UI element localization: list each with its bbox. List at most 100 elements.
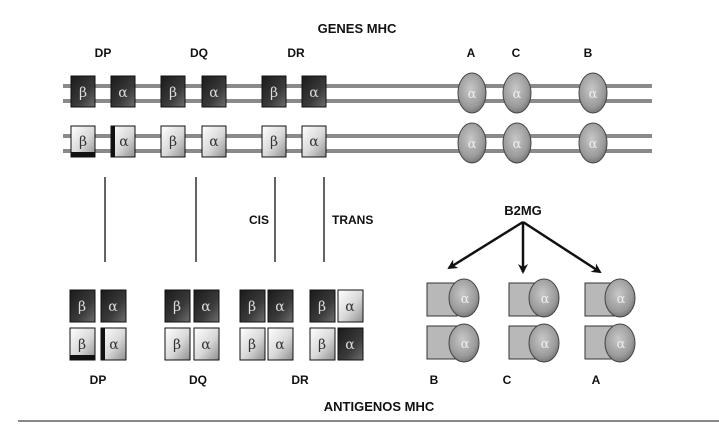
gene-b-alpha-2: α (578, 122, 608, 164)
svg-text:β: β (78, 299, 86, 315)
gene-label-dp: DP (95, 46, 112, 60)
svg-text:α: α (201, 299, 211, 315)
svg-text:α: α (589, 137, 598, 152)
svg-text:α: α (109, 337, 119, 353)
gene-dp-beta-1: β (70, 75, 96, 108)
antigen-label-dq: DQ (189, 373, 207, 387)
antigen-dp-alpha-top: α (100, 289, 127, 323)
svg-text:α: α (617, 292, 626, 307)
svg-text:β: β (270, 134, 278, 150)
svg-text:α: α (541, 292, 550, 307)
antigen-dr-cis-alpha-top: α (267, 289, 294, 323)
gene-dr-alpha-2: α (301, 125, 327, 158)
antigen-dr-trans-beta-bottom: β (309, 327, 336, 361)
chromosome-2 (63, 134, 652, 153)
svg-text:β: β (79, 134, 87, 150)
b2mg-arrow-a (522, 220, 602, 274)
svg-text:α: α (617, 337, 626, 352)
antigen-dr-trans-alpha-top: α (337, 289, 364, 323)
gene-dp-alpha-2: α (110, 125, 136, 158)
svg-text:β: β (169, 85, 177, 101)
gene-dp-alpha-1: α (110, 75, 136, 108)
antigen-dp-beta-bottom: β (69, 327, 96, 361)
svg-text:α: α (345, 299, 355, 315)
antigen-dq-beta-top: β (164, 289, 191, 323)
trans-label: TRANS (332, 213, 373, 227)
gene-label-dq: DQ (190, 46, 208, 60)
svg-text:β: β (78, 337, 86, 353)
gene-c-alpha-1: α (502, 72, 532, 114)
svg-text:β: β (318, 299, 326, 315)
antigen-a: α α (584, 278, 636, 363)
svg-text:α: α (513, 87, 522, 102)
antigen-dr-trans-beta-top: β (309, 289, 336, 323)
svg-text:α: α (468, 137, 477, 152)
svg-text:α: α (119, 134, 129, 150)
svg-text:α: α (209, 134, 219, 150)
antigen-dq: β α β α (164, 289, 220, 361)
gene-dr-alpha-1: α (301, 75, 327, 108)
svg-text:α: α (541, 337, 550, 352)
svg-text:α: α (275, 337, 285, 353)
antigen-dr-trans-alpha-bottom: α (337, 327, 364, 361)
antigen-b: α α (426, 278, 480, 363)
svg-text:α: α (468, 87, 477, 102)
gene-b-alpha-1: α (578, 72, 608, 114)
cis-label: CIS (249, 213, 269, 227)
svg-text:α: α (201, 337, 211, 353)
svg-text:β: β (173, 337, 181, 353)
gene-dr-beta-2: β (261, 125, 287, 158)
svg-text:β: β (270, 85, 278, 101)
antigen-dr-trans: β α β α (309, 289, 364, 361)
antigen-dp-beta-top: β (69, 289, 96, 323)
antigen-dr-cis: β α β α (239, 289, 294, 361)
svg-text:α: α (309, 85, 319, 101)
genes-title: GENES MHC (318, 21, 397, 36)
antigen-dp: β α β α (69, 289, 127, 361)
svg-text:β: β (248, 299, 256, 315)
chromosome-1 (63, 84, 652, 103)
svg-text:α: α (118, 85, 128, 101)
gene-a-alpha-1: α (457, 72, 487, 114)
svg-text:α: α (309, 134, 319, 150)
antigen-label-dp: DP (90, 373, 107, 387)
svg-text:β: β (173, 299, 181, 315)
gene-label-b: B (584, 46, 593, 60)
antigen-dr-cis-beta-bottom: β (239, 327, 266, 361)
gene-a-alpha-2: α (457, 122, 487, 164)
antigen-c: α α (508, 278, 560, 363)
gene-dq-beta-1: β (160, 75, 186, 108)
svg-text:α: α (209, 85, 219, 101)
gene-c-alpha-2: α (502, 122, 532, 164)
b2mg-label: B2MG (504, 203, 542, 218)
svg-text:β: β (248, 337, 256, 353)
gene-dr-beta-1: β (261, 75, 287, 108)
antigen-dq-beta-bottom: β (164, 327, 191, 361)
antigen-label-b: B (430, 373, 439, 387)
svg-text:α: α (345, 337, 355, 353)
antigen-label-dr: DR (291, 373, 309, 387)
svg-text:α: α (461, 292, 470, 307)
svg-text:α: α (108, 299, 118, 315)
svg-text:α: α (461, 337, 470, 352)
svg-text:β: β (169, 134, 177, 150)
svg-text:α: α (589, 87, 598, 102)
gene-dq-alpha-1: α (201, 75, 227, 108)
gene-dp-beta-2: β (70, 125, 96, 158)
svg-text:α: α (513, 137, 522, 152)
antigens-title: ANTIGENOS MHC (324, 399, 435, 414)
antigen-dq-alpha-bottom: α (193, 327, 220, 361)
gene-label-dr: DR (287, 46, 305, 60)
svg-text:β: β (79, 85, 87, 101)
gene-dq-beta-2: β (160, 125, 186, 158)
antigen-dr-cis-beta-top: β (239, 289, 266, 323)
svg-text:β: β (318, 337, 326, 353)
antigen-dr-cis-alpha-bottom: α (267, 327, 294, 361)
antigen-dp-alpha-bottom: α (100, 327, 127, 361)
gene-label-a: A (467, 46, 476, 60)
antigen-dq-alpha-top: α (193, 289, 220, 323)
gene-dq-alpha-2: α (201, 125, 227, 158)
b2mg-arrow-b (447, 220, 524, 270)
gene-label-c: C (512, 46, 521, 60)
